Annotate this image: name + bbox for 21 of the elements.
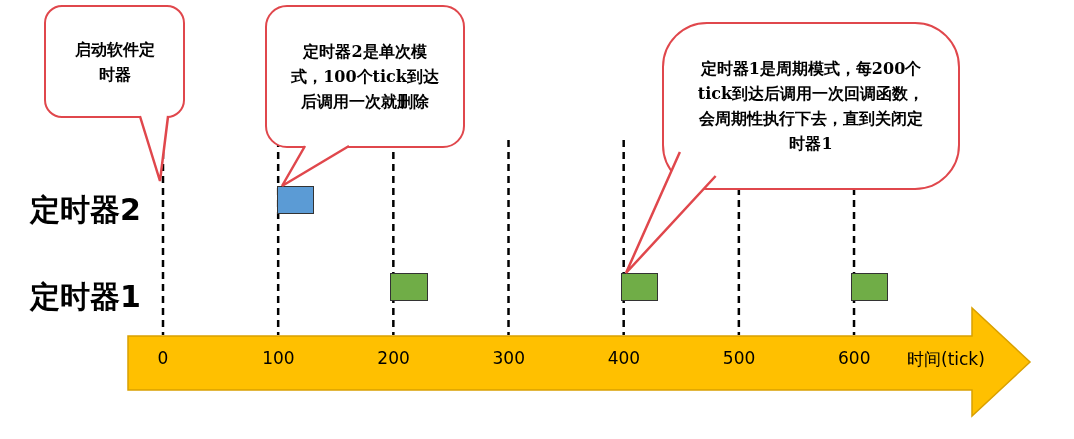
timer-bar [851, 273, 888, 301]
tick-label: 0 [157, 348, 169, 368]
tick-label: 400 [607, 348, 641, 368]
tick-label: 500 [722, 348, 756, 368]
axis-label: 时间(tick) [907, 348, 985, 371]
timer-bar [277, 186, 314, 214]
tick-label: 100 [262, 348, 295, 368]
speech-bubble [265, 5, 465, 148]
speech-bubble [44, 5, 185, 118]
row-label: 定时器1 [30, 278, 141, 316]
tick-label: 300 [492, 348, 525, 368]
callout-text: 启动软件定时器 [73, 38, 156, 86]
timer-bar [621, 273, 658, 301]
row-label: 定时器2 [30, 191, 141, 229]
speech-bubble [662, 22, 960, 190]
timer-bar [390, 273, 428, 301]
callout-text: 定时器2是单次模式，100个tick到达后调用一次就删除 [290, 41, 440, 113]
leader-line [624, 150, 717, 275]
tick-label: 600 [838, 348, 871, 368]
callout-text: 定时器1是周期模式，每200个tick到达后调用一次回调函数，会周期性执行下去，直到关闭定时器1 [697, 58, 925, 155]
tick-label: 200 [377, 348, 410, 368]
